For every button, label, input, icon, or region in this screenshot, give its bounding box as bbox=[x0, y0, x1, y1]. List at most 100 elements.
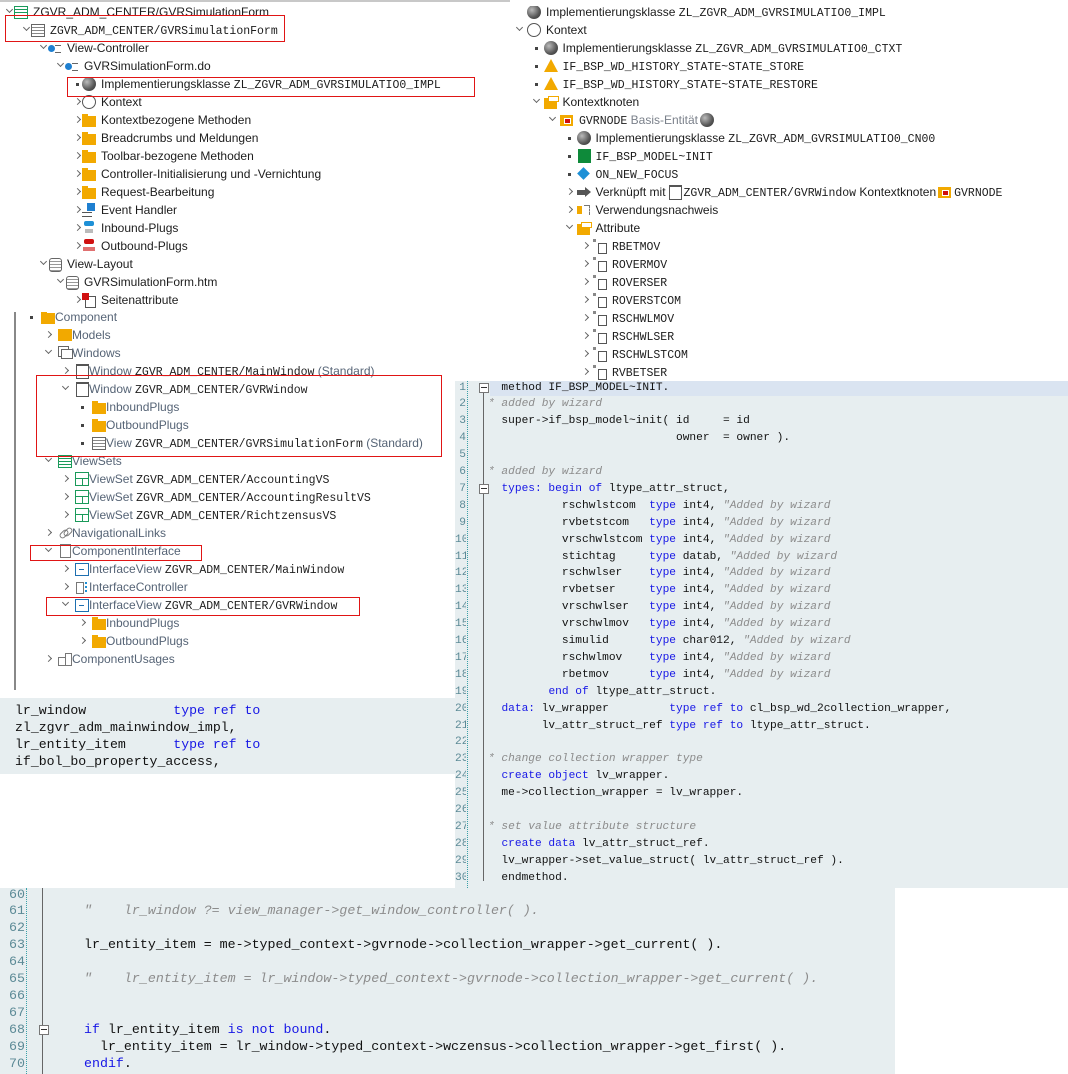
tree-node[interactable]: IF_BSP_WD_HISTORY_STATE~STATE_RESTORE bbox=[510, 75, 1068, 93]
tree-node[interactable]: Kontext bbox=[0, 93, 510, 111]
chevron-right-icon[interactable] bbox=[565, 201, 575, 219]
code-line[interactable]: 65" lr_entity_item = lr_window->typed_co… bbox=[0, 971, 895, 988]
code-line[interactable]: 29 lv_wrapper->set_value_struct( lv_attr… bbox=[455, 853, 1068, 870]
chevron-right-icon[interactable] bbox=[581, 255, 591, 273]
chevron-right-icon[interactable] bbox=[581, 273, 591, 291]
chevron-right-icon[interactable] bbox=[44, 524, 54, 542]
tree-node[interactable]: IF_BSP_WD_HISTORY_STATE~STATE_STORE bbox=[510, 57, 1068, 75]
tree-node[interactable]: View ZGVR_ADM_CENTER/GVRSimulationForm (… bbox=[0, 434, 455, 452]
chevron-right-icon[interactable] bbox=[44, 650, 54, 668]
code-line[interactable]: 24 create object lv_wrapper. bbox=[455, 768, 1068, 785]
chevron-down-icon[interactable] bbox=[61, 380, 71, 398]
chevron-right-icon[interactable] bbox=[581, 363, 591, 381]
tree-node[interactable]: Component bbox=[0, 312, 455, 326]
tree-node[interactable]: ZGVR_ADM_CENTER/GVRSimulationForm bbox=[0, 21, 510, 39]
tree-node[interactable]: RSCHWLSTCOM bbox=[510, 345, 1068, 363]
code-line[interactable]: 6* added by wizard bbox=[455, 464, 1068, 481]
chevron-down-icon[interactable] bbox=[44, 344, 54, 362]
code-line[interactable]: 15 vrschwlmov type int4, "Added by wizar… bbox=[455, 616, 1068, 633]
code-editor-model-init[interactable]: 1 method IF_BSP_MODEL~INIT.2* added by w… bbox=[455, 381, 1068, 888]
tree-node[interactable]: Inbound-Plugs bbox=[0, 219, 510, 237]
code-line[interactable]: 4 owner = owner ). bbox=[455, 430, 1068, 447]
tree-node[interactable]: InboundPlugs bbox=[0, 398, 455, 416]
tree-node[interactable]: ROVERMOV bbox=[510, 255, 1068, 273]
code-line[interactable]: 61" lr_window ?= view_manager->get_windo… bbox=[0, 903, 895, 920]
code-line[interactable]: 3 super->if_bsp_model~init( id = id bbox=[455, 413, 1068, 430]
tree-node[interactable]: InterfaceController bbox=[0, 578, 455, 596]
tree-node[interactable]: Kontextknoten bbox=[510, 93, 1068, 111]
tree-node[interactable]: Implementierungsklasse ZL_ZGVR_ADM_GVRSI… bbox=[510, 6, 1068, 21]
code-line[interactable]: 69 lr_entity_item = lr_window->typed_con… bbox=[0, 1039, 895, 1056]
chevron-right-icon[interactable] bbox=[61, 560, 71, 578]
code-line[interactable]: 16 simulid type char012, "Added by wizar… bbox=[455, 633, 1068, 650]
tree-node[interactable]: OutboundPlugs bbox=[0, 416, 455, 434]
tree-node[interactable]: RBETMOV bbox=[510, 237, 1068, 255]
code-line[interactable]: lr_entity_item type ref to if_bol_bo_pro… bbox=[0, 736, 455, 770]
tree-node[interactable]: Breadcrumbs und Meldungen bbox=[0, 129, 510, 147]
tree-node[interactable]: Kontextbezogene Methoden bbox=[0, 111, 510, 129]
tree-node[interactable]: ViewSet ZGVR_ADM_CENTER/AccountingResult… bbox=[0, 488, 455, 506]
tree-node[interactable]: ON_NEW_FOCUS bbox=[510, 165, 1068, 183]
code-line[interactable]: 11 stichtag type datab, "Added by wizard bbox=[455, 549, 1068, 566]
chevron-right-icon[interactable] bbox=[581, 291, 591, 309]
tree-node[interactable]: View-Layout bbox=[0, 255, 510, 273]
chevron-right-icon[interactable] bbox=[78, 614, 88, 632]
tree-node[interactable]: InboundPlugs bbox=[0, 614, 455, 632]
tree-node[interactable]: GVRSimulationForm.htm bbox=[0, 273, 510, 291]
tree-node[interactable]: Kontext bbox=[510, 21, 1068, 39]
tree-node[interactable]: Windows bbox=[0, 344, 455, 362]
tree-node[interactable]: GVRNODE Basis-Entität bbox=[510, 111, 1068, 129]
chevron-right-icon[interactable] bbox=[61, 362, 71, 380]
tree-node[interactable]: Seitenattribute bbox=[0, 291, 510, 309]
chevron-down-icon[interactable] bbox=[44, 542, 54, 560]
code-line[interactable]: 9 rvbetstcom type int4, "Added by wizard bbox=[455, 515, 1068, 532]
tree-node[interactable]: Verwendungsnachweis bbox=[510, 201, 1068, 219]
tree-node[interactable]: View-Controller bbox=[0, 39, 510, 57]
code-line[interactable]: 67 bbox=[0, 1005, 895, 1022]
tree-node[interactable]: ComponentInterface bbox=[0, 542, 455, 560]
tree-node[interactable]: GVRSimulationForm.do bbox=[0, 57, 510, 75]
chevron-right-icon[interactable] bbox=[61, 578, 71, 596]
chevron-right-icon[interactable] bbox=[581, 309, 591, 327]
code-line[interactable]: 26 bbox=[455, 802, 1068, 819]
tree-node[interactable]: Implementierungsklasse ZL_ZGVR_ADM_GVRSI… bbox=[0, 75, 510, 93]
chevron-right-icon[interactable] bbox=[581, 345, 591, 363]
code-snippet-declarations[interactable]: lr_window type ref to zl_zgvr_adm_mainwi… bbox=[0, 698, 455, 774]
tree-node[interactable]: RSCHWLSER bbox=[510, 327, 1068, 345]
code-line[interactable]: 18 rbetmov type int4, "Added by wizard bbox=[455, 667, 1068, 684]
tree-node[interactable]: InterfaceView ZGVR_ADM_CENTER/GVRWindow bbox=[0, 596, 455, 614]
code-line[interactable]: 20 data: lv_wrapper type ref to cl_bsp_w… bbox=[455, 701, 1068, 718]
code-line[interactable]: 60 bbox=[0, 888, 895, 903]
tree-node[interactable]: ZGVR_ADM_CENTER/GVRSimulationForm bbox=[0, 3, 510, 21]
fold-toggle-icon[interactable] bbox=[39, 1025, 49, 1036]
code-line[interactable]: 13 rvbetser type int4, "Added by wizard bbox=[455, 582, 1068, 599]
tree-node[interactable]: RVBETSER bbox=[510, 363, 1068, 381]
chevron-right-icon[interactable] bbox=[78, 632, 88, 650]
chevron-right-icon[interactable] bbox=[61, 470, 71, 488]
fold-toggle-icon[interactable] bbox=[479, 484, 489, 495]
tree-node[interactable]: Event Handler bbox=[0, 201, 510, 219]
chevron-right-icon[interactable] bbox=[581, 237, 591, 255]
tree-node[interactable]: ViewSet ZGVR_ADM_CENTER/AccountingVS bbox=[0, 470, 455, 488]
code-line[interactable]: 10 vrschwlstcom type int4, "Added by wiz… bbox=[455, 532, 1068, 549]
tree-node[interactable]: ROVERSTCOM bbox=[510, 291, 1068, 309]
tree-node[interactable]: Toolbar-bezogene Methoden bbox=[0, 147, 510, 165]
code-line[interactable]: 28 create data lv_attr_struct_ref. bbox=[455, 836, 1068, 853]
chevron-right-icon[interactable] bbox=[61, 488, 71, 506]
fold-toggle-icon[interactable] bbox=[479, 383, 489, 393]
tree-node[interactable]: ViewSet ZGVR_ADM_CENTER/RichtzensusVS bbox=[0, 506, 455, 524]
chevron-down-icon[interactable] bbox=[565, 219, 575, 237]
code-line[interactable]: 19 end of ltype_attr_struct. bbox=[455, 684, 1068, 701]
code-line[interactable]: lr_window type ref to zl_zgvr_adm_mainwi… bbox=[0, 702, 455, 736]
code-line[interactable]: 7 types: begin of ltype_attr_struct, bbox=[455, 481, 1068, 498]
chevron-down-icon[interactable] bbox=[515, 21, 525, 39]
tree-node[interactable]: NavigationalLinks bbox=[0, 524, 455, 542]
tree-node[interactable]: Implementierungsklasse ZL_ZGVR_ADM_GVRSI… bbox=[510, 39, 1068, 57]
code-line[interactable]: 2* added by wizard bbox=[455, 396, 1068, 413]
tree-node[interactable]: InterfaceView ZGVR_ADM_CENTER/MainWindow bbox=[0, 560, 455, 578]
chevron-right-icon[interactable] bbox=[581, 327, 591, 345]
tree-node[interactable]: IF_BSP_MODEL~INIT bbox=[510, 147, 1068, 165]
